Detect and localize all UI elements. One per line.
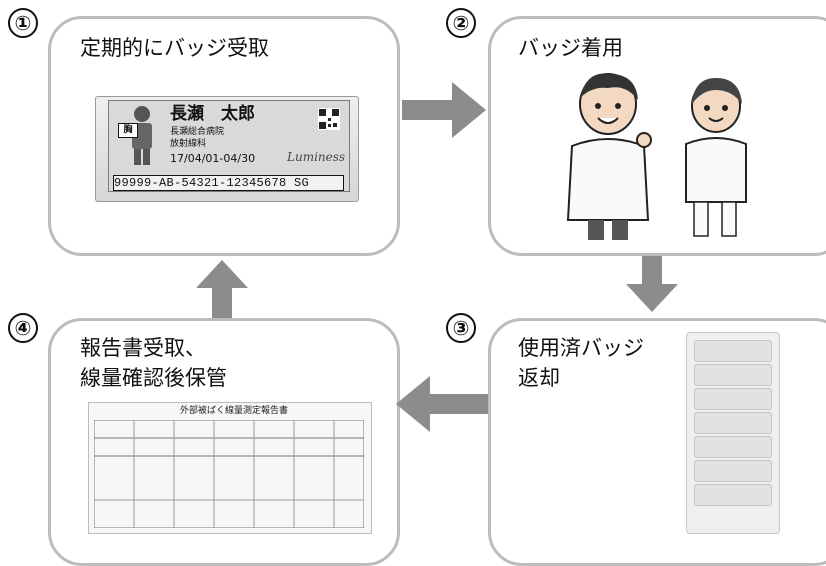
tray-slot: [694, 460, 772, 482]
arrow-up-head: [196, 260, 248, 288]
arrow-left-head: [396, 376, 430, 432]
badge-department: 放射線科: [170, 139, 207, 149]
dose-report: [88, 402, 372, 534]
badge-name: 長瀬 太郎: [170, 104, 255, 124]
badge-date: 17/04/01-04/30: [170, 152, 256, 165]
arrow-left: [428, 394, 488, 414]
arrow-down-head: [626, 284, 678, 312]
step-2-panel: [488, 16, 826, 256]
report-table: [94, 420, 364, 528]
arrow-down: [642, 256, 662, 286]
tray-slot: [694, 340, 772, 362]
step-1-number: ①: [8, 8, 38, 38]
badge-hospital: 長瀬総合病院: [170, 127, 225, 137]
step-1-title: 定期的にバッジ受取: [80, 36, 269, 60]
step-3-title: 使用済バッジ 返却: [518, 336, 644, 390]
report-title: 外部被ばく線量測定報告書: [180, 406, 289, 416]
qr-code-icon: [318, 108, 340, 130]
arrow-up: [212, 286, 232, 318]
tray-slot: [694, 412, 772, 434]
tray-slot: [694, 364, 772, 386]
step-2-number: ②: [446, 8, 476, 38]
step-2-title: バッジ着用: [518, 36, 623, 60]
badge-chest-label: 胸: [118, 123, 138, 138]
nurse-illustration: [685, 78, 747, 237]
step-4-title: 報告書受取、 線量確認後保管: [80, 336, 227, 390]
badge-brand: Luminess: [287, 150, 346, 164]
badge-id: 99999-AB-54321-12345678 SG: [113, 175, 344, 191]
doctor-illustration: [566, 73, 652, 240]
arrow-right: [402, 100, 460, 120]
tray-slot: [694, 388, 772, 410]
step-3-number: ③: [446, 313, 476, 343]
step-4-number: ④: [8, 313, 38, 343]
arrow-right-head: [452, 82, 486, 138]
tray-slot: [694, 484, 772, 506]
tray-slot: [694, 436, 772, 458]
